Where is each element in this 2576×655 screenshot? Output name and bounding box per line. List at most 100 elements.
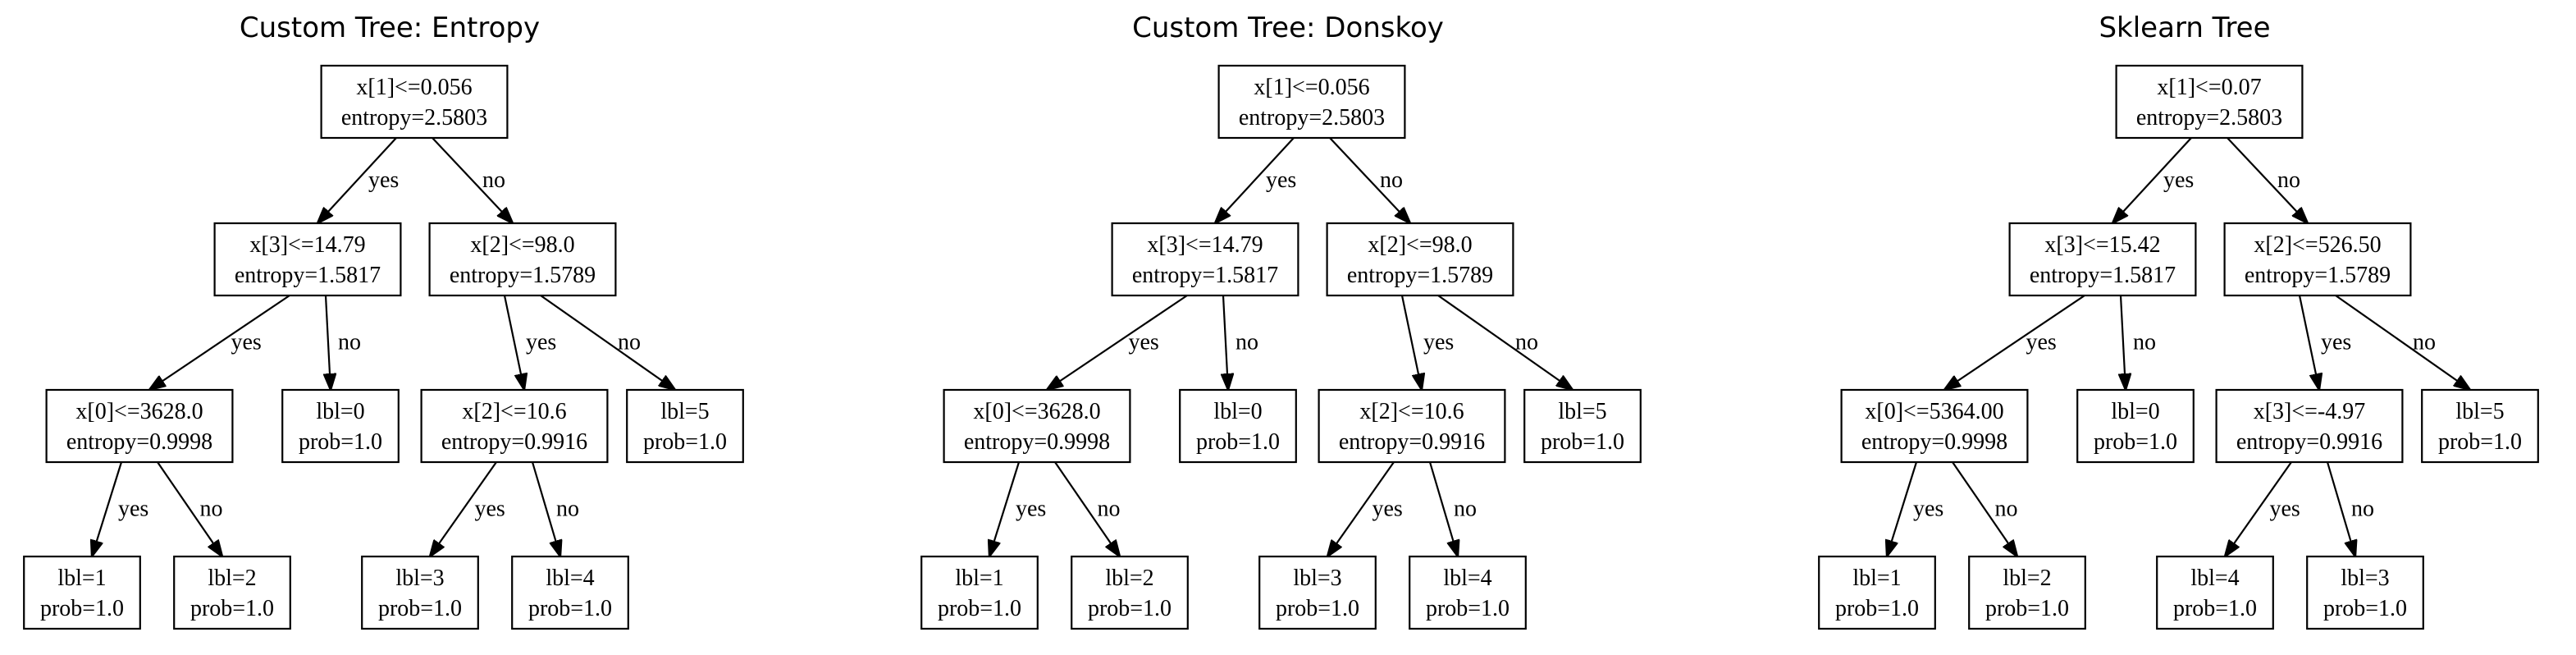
split-node: x[1]<=0.056 entropy=2.5803 xyxy=(320,64,509,140)
edge-LL-LLL xyxy=(1887,461,1918,557)
edge-LL-LLL xyxy=(92,461,123,557)
edge-RL-RLR xyxy=(2326,461,2355,557)
edge-label-no: no xyxy=(2133,330,2156,355)
edge-R-RL xyxy=(2298,295,2319,390)
node-box xyxy=(361,555,479,630)
node-box xyxy=(2156,555,2274,630)
leaf-label: lbl=3 xyxy=(1293,566,1341,591)
edge-label-yes: yes xyxy=(1913,497,1943,522)
edge-label-yes: yes xyxy=(1423,330,1454,355)
edge-label-no: no xyxy=(2351,497,2374,522)
node-entropy: entropy=2.5803 xyxy=(341,105,487,131)
edge-root-L xyxy=(317,137,397,223)
split-condition: x[1]<=0.056 xyxy=(1254,75,1369,100)
edge-label-no: no xyxy=(1380,167,1403,193)
node-entropy: entropy=0.9916 xyxy=(441,429,587,455)
node-box xyxy=(511,555,629,630)
leaf-label: lbl=4 xyxy=(2190,566,2239,591)
edge-label-no: no xyxy=(1098,497,1121,522)
leaf-label: lbl=2 xyxy=(1105,566,1153,591)
edge-L-LR xyxy=(2121,295,2126,390)
node-box xyxy=(2421,388,2539,464)
split-condition: x[1]<=0.056 xyxy=(356,75,472,100)
leaf-probability: prob=1.0 xyxy=(1276,596,1359,621)
node-entropy: entropy=1.5789 xyxy=(2245,263,2391,288)
leaf-node: lbl=4 prob=1.0 xyxy=(1409,555,1527,630)
panel-title: Sklearn Tree xyxy=(2099,11,2270,44)
edge-L-LR xyxy=(1223,295,1228,390)
edge-R-RL xyxy=(503,295,524,390)
edge-label-no: no xyxy=(1515,330,1538,355)
node-box xyxy=(2223,222,2412,297)
split-condition: x[3]<=15.42 xyxy=(2044,232,2160,258)
edge-RL-RLR xyxy=(531,461,560,557)
leaf-label: lbl=5 xyxy=(1558,399,1606,424)
node-box xyxy=(173,555,291,630)
split-condition: x[2]<=98.0 xyxy=(470,232,574,258)
edge-R-RR xyxy=(540,295,675,390)
node-box xyxy=(1523,388,1642,464)
split-node: x[1]<=0.07 entropy=2.5803 xyxy=(2115,64,2304,140)
edge-label-no: no xyxy=(2277,167,2300,193)
split-condition: x[2]<=10.6 xyxy=(1359,399,1464,424)
node-entropy: entropy=1.5789 xyxy=(450,263,596,288)
node-box xyxy=(281,388,400,464)
node-box xyxy=(428,222,617,297)
split-node: x[2]<=98.0 entropy=1.5789 xyxy=(428,222,617,297)
edge-L-LL xyxy=(149,295,290,390)
edge-L-LL xyxy=(1047,295,1188,390)
leaf-node: lbl=3 prob=1.0 xyxy=(1258,555,1377,630)
leaf-probability: prob=1.0 xyxy=(643,429,727,455)
edge-label-yes: yes xyxy=(1016,497,1046,522)
leaf-label: lbl=3 xyxy=(2341,566,2389,591)
split-condition: x[0]<=3628.0 xyxy=(973,399,1100,424)
edge-LL-LLR xyxy=(1952,461,2017,557)
leaf-label: lbl=2 xyxy=(2003,566,2051,591)
edge-L-LR xyxy=(326,295,331,390)
edge-label-yes: yes xyxy=(2321,330,2351,355)
edge-label-no: no xyxy=(1454,497,1477,522)
leaf-probability: prob=1.0 xyxy=(2173,596,2257,621)
edge-label-yes: yes xyxy=(118,497,148,522)
edge-label-no: no xyxy=(338,330,361,355)
leaf-label: lbl=4 xyxy=(1443,566,1491,591)
panel-title: Custom Tree: Donskoy xyxy=(1132,11,1444,44)
edge-R-RR xyxy=(2335,295,2470,390)
node-entropy: entropy=0.9916 xyxy=(2236,429,2382,455)
edge-label-yes: yes xyxy=(2163,167,2194,193)
node-box xyxy=(2076,388,2195,464)
edge-label-no: no xyxy=(618,330,641,355)
edge-LL-LLL xyxy=(989,461,1021,557)
split-condition: x[3]<=14.79 xyxy=(249,232,365,258)
node-box xyxy=(1258,555,1377,630)
node-box xyxy=(23,555,141,630)
split-condition: x[2]<=10.6 xyxy=(462,399,566,424)
leaf-label: lbl=0 xyxy=(316,399,364,424)
leaf-probability: prob=1.0 xyxy=(1426,596,1510,621)
split-condition: x[2]<=98.0 xyxy=(1368,232,1472,258)
node-box xyxy=(213,222,402,297)
node-box xyxy=(45,388,234,464)
edge-label-no: no xyxy=(2413,330,2436,355)
node-entropy: entropy=2.5803 xyxy=(2136,105,2282,131)
node-box xyxy=(1071,555,1189,630)
node-box xyxy=(1217,64,1406,140)
edge-root-L xyxy=(1215,137,1295,223)
panel-title: Custom Tree: Entropy xyxy=(240,11,540,44)
leaf-probability: prob=1.0 xyxy=(1541,429,1624,455)
edge-L-LL xyxy=(1944,295,2085,390)
split-condition: x[0]<=5364.00 xyxy=(1865,399,2003,424)
node-box xyxy=(626,388,744,464)
split-condition: x[1]<=0.07 xyxy=(2157,75,2261,100)
